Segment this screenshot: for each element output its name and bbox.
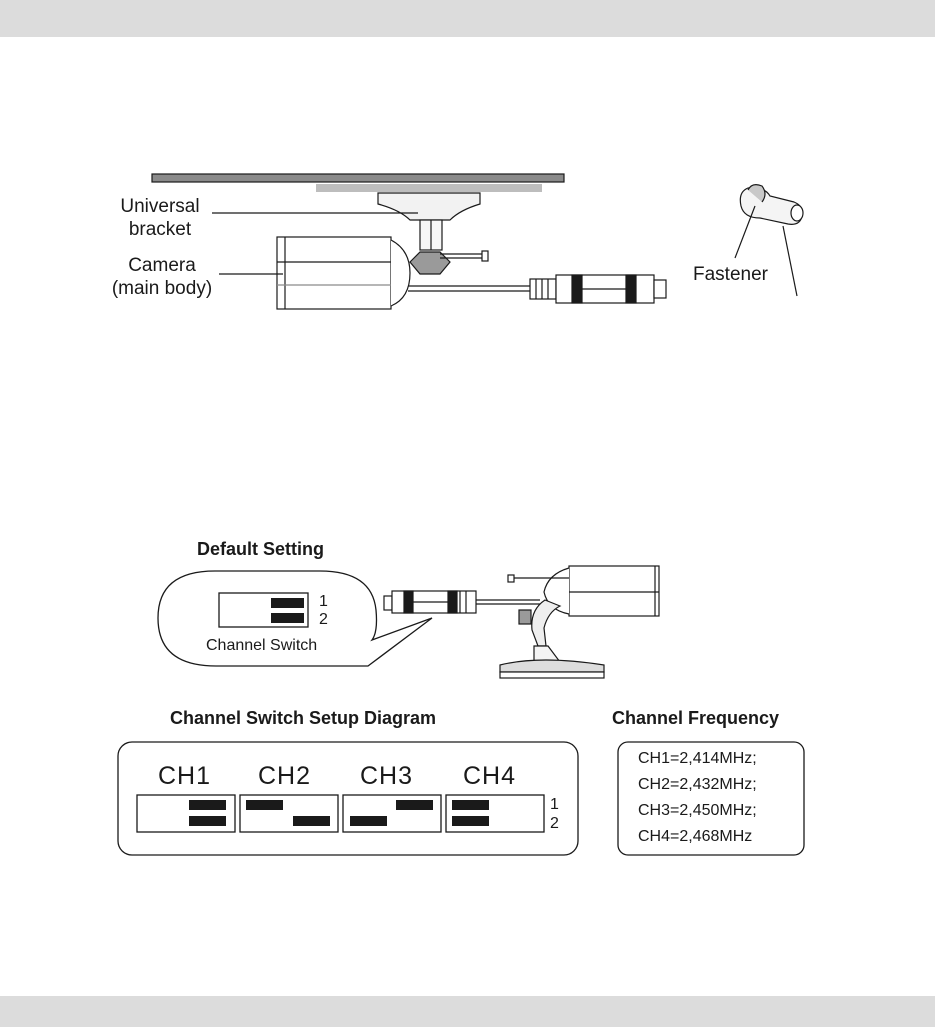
frequency-title: Channel Frequency [612,707,779,729]
label-camera: Camera (main body) [104,254,220,300]
label-universal-bracket: Universal bracket [110,195,210,241]
setup-row-2: 2 [550,815,559,833]
setup-row-1: 1 [550,796,559,814]
default-row-1: 1 [319,593,328,611]
freq-line-ch2: CH2=2,432MHz; [638,775,757,795]
default-setting-title: Default Setting [197,538,324,560]
bracket-base [378,193,480,220]
thumbscrew [410,252,450,274]
freq-line-ch3: CH3=2,450MHz; [638,801,757,821]
connector [530,279,556,299]
label-bracket-line1: Universal [110,195,210,218]
setup-diagram-title: Channel Switch Setup Diagram [170,707,436,729]
ch3-switch-2-off [350,816,387,826]
ch3-label: CH3 [360,762,413,790]
default-row-2: 2 [319,611,328,629]
ch4-switch-2-off [452,816,489,826]
ceiling-plate-shadow [316,184,542,192]
default-switch-2 [271,613,304,623]
ch1-switch-2-on [189,816,226,826]
mounting-illustration [152,174,666,309]
label-bracket-line2: bracket [110,218,210,241]
camera-body [277,237,391,309]
label-camera-line2: (main body) [104,277,220,300]
label-camera-line1: Camera [104,254,220,277]
ch1-switch-1-on [189,800,226,810]
ch1-label: CH1 [158,762,211,790]
ch2-switch-1-off [246,800,283,810]
freq-line-ch4: CH4=2,468MHz [638,827,752,847]
ceiling-plate [152,174,564,182]
ch2-label: CH2 [258,762,311,790]
label-fastener: Fastener [693,263,768,286]
channel-switch-label: Channel Switch [206,637,317,655]
ch4-label: CH4 [463,762,516,790]
freq-line-ch1: CH1=2,414MHz; [638,749,757,769]
ch2-switch-2-on [293,816,330,826]
ch4-switch-1-off [452,800,489,810]
default-switch-1 [271,598,304,608]
ch3-switch-1-on [396,800,433,810]
setup-diagram-panel [118,742,578,855]
